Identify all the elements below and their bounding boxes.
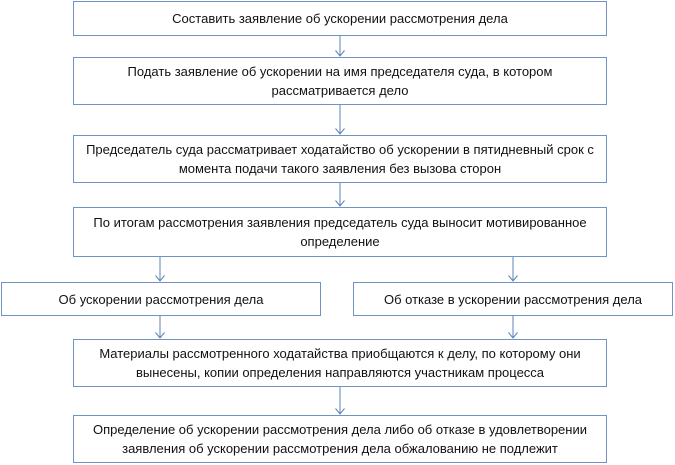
step-final-text: Определение об ускорении рассмотрения де… bbox=[93, 422, 587, 456]
arrow-compose-to-submit bbox=[335, 36, 345, 57]
step-ruling-box: По итогам рассмотрения заявления председ… bbox=[73, 207, 607, 257]
outcome-reject-box: Об отказе в ускорении рассмотрения дела bbox=[353, 282, 673, 316]
arrow-ruling-to-accept bbox=[155, 257, 165, 282]
arrow-review-to-ruling bbox=[335, 183, 345, 207]
arrow-ruling-to-reject bbox=[508, 257, 518, 282]
outcome-accept-text: Об ускорении рассмотрения дела bbox=[58, 291, 264, 307]
step-submit-text: Подать заявление об ускорении на имя пре… bbox=[127, 64, 553, 98]
outcome-accept-box: Об ускорении рассмотрения дела bbox=[1, 282, 321, 316]
arrow-accept-to-attach bbox=[155, 316, 165, 339]
step-submit-box: Подать заявление об ускорении на имя пре… bbox=[73, 57, 607, 105]
step-ruling-text: По итогам рассмотрения заявления председ… bbox=[93, 215, 587, 249]
arrow-attach-to-final bbox=[335, 387, 345, 415]
step-compose-box: Составить заявление об ускорении рассмот… bbox=[73, 1, 607, 36]
step-final-box: Определение об ускорении рассмотрения де… bbox=[73, 415, 607, 463]
step-compose-text: Составить заявление об ускорении рассмот… bbox=[172, 11, 508, 26]
step-review-text: Председатель суда рассматривает ходатайс… bbox=[86, 142, 594, 176]
step-attach-box: Материалы рассмотренного ходатайства при… bbox=[73, 339, 607, 387]
outcome-reject-text: Об отказе в ускорении рассмотрения дела bbox=[383, 291, 643, 307]
arrow-submit-to-review bbox=[335, 105, 345, 135]
step-attach-text: Материалы рассмотренного ходатайства при… bbox=[99, 346, 581, 380]
arrow-reject-to-attach bbox=[508, 316, 518, 339]
step-review-box: Председатель суда рассматривает ходатайс… bbox=[73, 135, 607, 183]
